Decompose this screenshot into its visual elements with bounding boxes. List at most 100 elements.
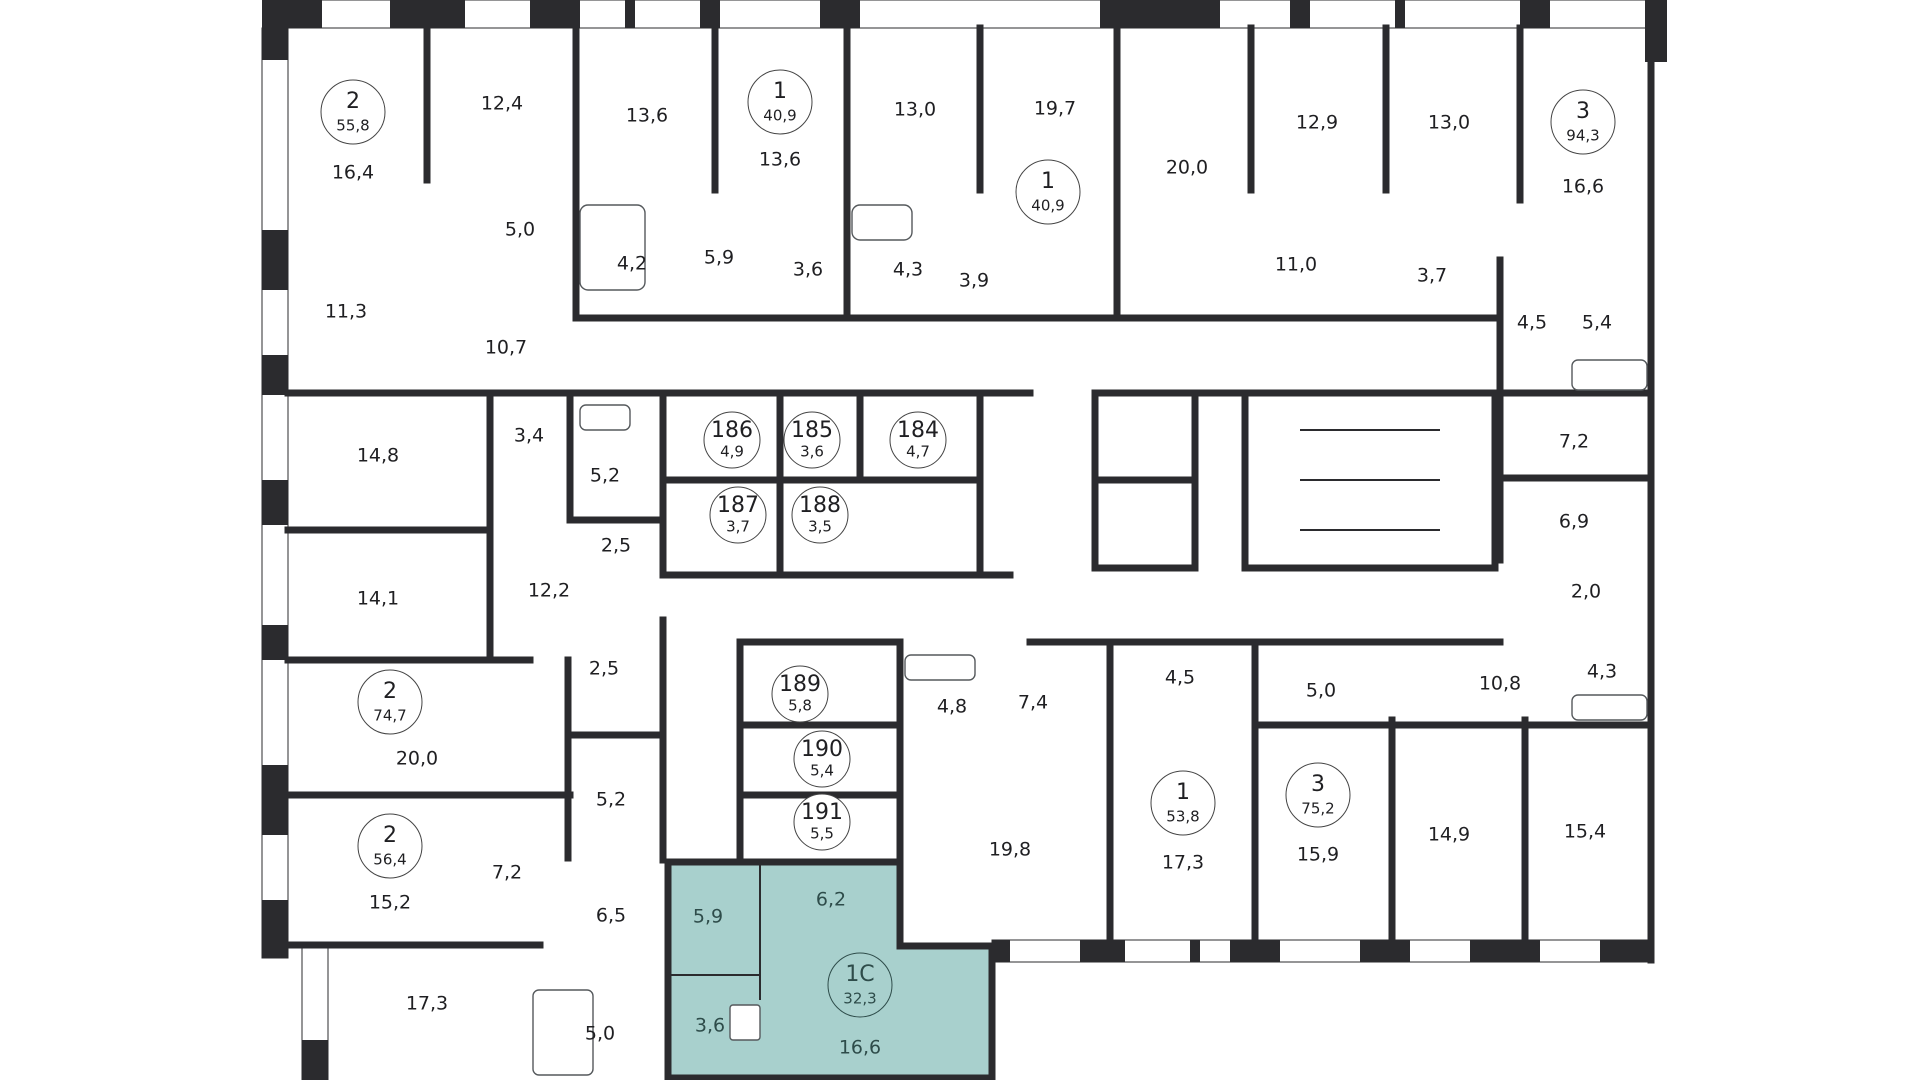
room-area-label: 5,0 — [1306, 680, 1336, 702]
room-area-label: 13,0 — [894, 99, 936, 121]
apartment-type: 3 — [1311, 772, 1325, 797]
room-area-label: 20,0 — [396, 748, 438, 770]
room-area-label: 16,4 — [332, 162, 374, 184]
apartment-badge-circle — [1285, 762, 1351, 828]
room-area-label: 3,4 — [514, 425, 544, 447]
room-area-label: 17,3 — [1162, 852, 1204, 874]
highlighted-room-area-label: 3,6 — [695, 1015, 725, 1037]
storage-unit-number: 184 — [897, 418, 939, 443]
storage-unit-circle — [791, 486, 849, 544]
room-area-label: 2,0 — [1571, 581, 1601, 603]
apartment-badge-apt-1-409a[interactable]: 140,9 — [747, 69, 813, 135]
apartment-area: 40,9 — [1031, 197, 1064, 215]
storage-unit-number: 187 — [717, 493, 759, 518]
room-area-label: 4,3 — [893, 259, 923, 281]
storage-unit-circle — [783, 411, 841, 469]
room-area-label: 10,7 — [485, 337, 527, 359]
apartment-type: 2 — [346, 89, 360, 114]
room-area-label: 16,6 — [1562, 176, 1604, 198]
apartment-area: 94,3 — [1566, 127, 1599, 145]
storage-unit-number: 189 — [779, 672, 821, 697]
room-area-label: 2,5 — [589, 658, 619, 680]
apartment-badge-apt-2-564[interactable]: 256,4 — [357, 813, 423, 879]
storage-unit-area: 3,6 — [800, 443, 824, 461]
apartment-badge-apt-3-943[interactable]: 394,3 — [1550, 89, 1616, 155]
apartment-type: 1 — [1176, 780, 1190, 805]
apartment-badge-circle — [1150, 770, 1216, 836]
room-labels: 255,8140,9140,9394,3274,7256,4153,8375,2… — [320, 69, 1617, 1059]
room-area-label: 13,6 — [759, 149, 801, 171]
apartment-badge-circle — [357, 669, 423, 735]
room-area-label: 11,0 — [1275, 254, 1317, 276]
room-area-label: 13,6 — [626, 105, 668, 127]
room-area-label: 6,5 — [596, 905, 626, 927]
left-facade — [261, 0, 329, 1080]
apartment-badge-apt-1-409b[interactable]: 140,9 — [1015, 159, 1081, 225]
storage-unit-number: 191 — [801, 800, 843, 825]
apartment-badge-apt-1-538[interactable]: 153,8 — [1150, 770, 1216, 836]
room-area-label: 7,2 — [492, 862, 522, 884]
room-area-label: 12,9 — [1296, 112, 1338, 134]
apartment-badge-circle — [1015, 159, 1081, 225]
apartment-badge-circle — [357, 813, 423, 879]
storage-unit-circle — [703, 411, 761, 469]
room-area-label: 5,0 — [505, 219, 535, 241]
room-area-label: 15,2 — [369, 892, 411, 914]
room-area-label: 14,9 — [1428, 824, 1470, 846]
room-area-label: 5,9 — [704, 247, 734, 269]
storage-unit-circle — [709, 486, 767, 544]
room-area-label: 5,2 — [596, 789, 626, 811]
room-area-label: 4,3 — [1587, 661, 1617, 683]
apartment-type: 1 — [1041, 169, 1055, 194]
room-area-label: 10,8 — [1479, 673, 1521, 695]
room-area-label: 4,5 — [1517, 312, 1547, 334]
highlighted-room-area-label: 5,9 — [693, 906, 723, 928]
storage-unit-number: 190 — [801, 737, 843, 762]
storage-unit-circle — [793, 793, 851, 851]
storage-unit-number: 188 — [799, 493, 841, 518]
apartment-area: 53,8 — [1166, 808, 1199, 826]
storage-unit-number: 185 — [791, 418, 833, 443]
room-area-label: 20,0 — [1166, 157, 1208, 179]
room-area-label: 3,6 — [793, 259, 823, 281]
storage-unit-circle — [771, 665, 829, 723]
room-area-label: 19,8 — [989, 839, 1031, 861]
room-area-label: 5,2 — [590, 465, 620, 487]
apartment-badge-apt-2-558[interactable]: 255,8 — [320, 79, 386, 145]
fixtures — [532, 204, 1648, 1076]
room-area-label: 15,4 — [1564, 821, 1606, 843]
apartment-type: 3 — [1576, 99, 1590, 124]
storage-unit-number: 186 — [711, 418, 753, 443]
room-area-label: 7,4 — [1018, 692, 1048, 714]
storage-unit-area: 4,7 — [906, 443, 930, 461]
apartment-badge-apt-3-752[interactable]: 375,2 — [1285, 762, 1351, 828]
room-area-label: 11,3 — [325, 301, 367, 323]
storage-unit-area: 5,5 — [810, 825, 834, 843]
room-area-label: 2,5 — [601, 535, 631, 557]
room-area-label: 3,9 — [959, 270, 989, 292]
room-area-label: 3,7 — [1417, 265, 1447, 287]
highlighted-room-area-label: 6,2 — [816, 889, 846, 911]
room-area-label: 19,7 — [1034, 98, 1076, 120]
apartment-type: 2 — [383, 679, 397, 704]
room-area-label: 4,5 — [1165, 667, 1195, 689]
bottom-facade — [991, 939, 1652, 963]
apartment-area: 32,3 — [843, 990, 876, 1008]
storage-unit-area: 5,4 — [810, 762, 834, 780]
room-area-label: 5,0 — [585, 1023, 615, 1045]
highlighted-room-area-label: 16,6 — [839, 1037, 881, 1059]
apartment-type: 1 — [773, 79, 787, 104]
apartment-area: 55,8 — [336, 117, 369, 135]
room-area-label: 4,8 — [937, 696, 967, 718]
apartment-badge-apt-2-747[interactable]: 274,7 — [357, 669, 423, 735]
